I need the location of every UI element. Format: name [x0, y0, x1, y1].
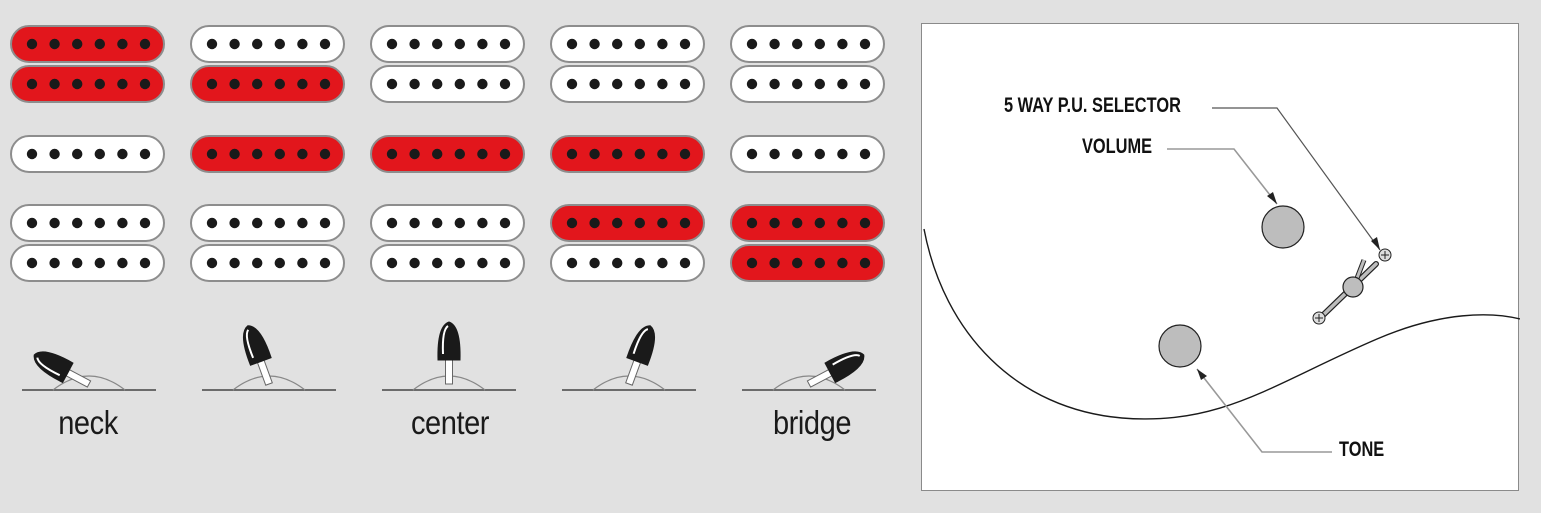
pickup-icon — [730, 65, 885, 103]
screw-icon — [1312, 311, 1326, 325]
pickup-icon — [10, 244, 165, 282]
pickup-icon — [550, 135, 705, 173]
pickup-icon — [10, 204, 165, 242]
pickup-icon — [190, 25, 345, 63]
position-label-neck: neck — [58, 404, 118, 441]
pickup-icon — [190, 65, 345, 103]
volume-label: VOLUME — [1082, 135, 1153, 158]
pickup-icon — [550, 244, 705, 282]
pickup-icon — [190, 204, 345, 242]
tone-leader-line — [1196, 368, 1332, 453]
selector-lever-icon — [202, 325, 336, 391]
pickup-icon — [10, 25, 165, 63]
pickup-icon — [370, 135, 525, 173]
screw-icon — [1378, 248, 1392, 262]
control-layout-drawing — [923, 107, 1520, 453]
pickup-icon — [370, 244, 525, 282]
pickup-icon — [370, 65, 525, 103]
pickup-chart — [10, 25, 885, 391]
position-label-center: center — [410, 404, 490, 441]
pickup-icon — [190, 244, 345, 282]
guitar-body-outline — [923, 228, 1520, 420]
pickup-icon — [730, 25, 885, 63]
selector-switch-icon — [1315, 259, 1379, 323]
volume-leader-line — [1167, 148, 1278, 205]
selector-lever-icon — [22, 351, 156, 391]
pickup-icon — [550, 204, 705, 242]
selector-lever-icon — [382, 321, 516, 391]
volume-knob-icon — [1261, 205, 1305, 249]
selector-lever-icon — [742, 351, 876, 391]
pickup-icon — [730, 204, 885, 242]
control-layout-panel: 5 WAY P.U. SELECTOR VOLUME TONE — [921, 23, 1520, 491]
pickup-icon — [550, 65, 705, 103]
pickup-icon — [10, 65, 165, 103]
pickup-icon — [10, 135, 165, 173]
pickup-icon — [370, 204, 525, 242]
pickup-icon — [370, 25, 525, 63]
tone-knob-icon — [1158, 324, 1202, 368]
pickup-icon — [550, 25, 705, 63]
selector-lever-icon — [562, 325, 696, 391]
selector-leader-line — [1212, 107, 1381, 251]
selector-label: 5 WAY P.U. SELECTOR — [1004, 94, 1181, 117]
tone-label: TONE — [1339, 438, 1385, 461]
pickup-icon — [730, 244, 885, 282]
position-label-bridge: bridge — [772, 404, 852, 441]
pickup-icon — [730, 135, 885, 173]
pickup-icon — [190, 135, 345, 173]
